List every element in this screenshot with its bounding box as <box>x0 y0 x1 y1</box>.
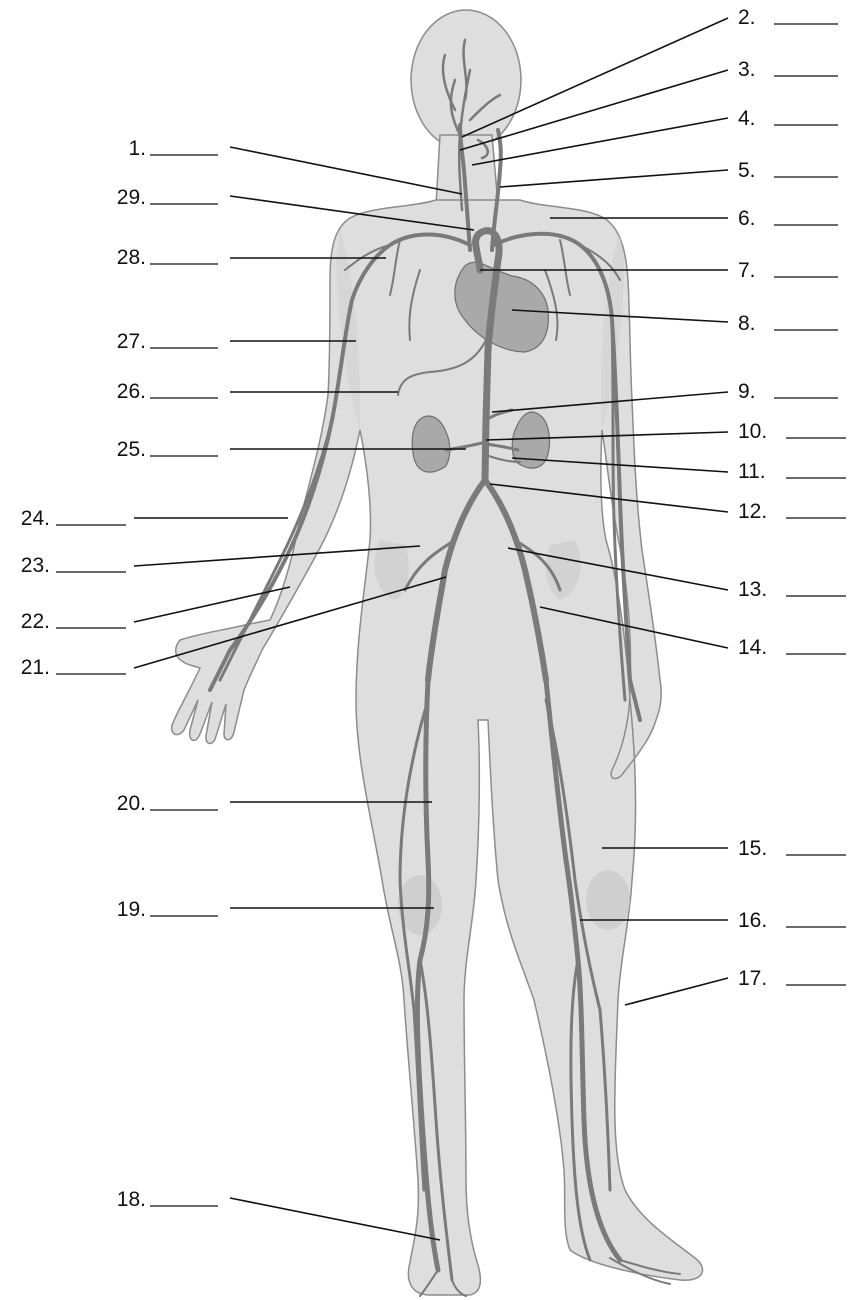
label-2: 2. <box>738 6 838 29</box>
label-4: 4. <box>738 107 838 130</box>
label-number: 13. <box>738 578 767 601</box>
label-10: 10. <box>738 420 846 443</box>
leader-4 <box>472 118 728 165</box>
label-number: 1. <box>128 137 146 160</box>
label-18: 18. <box>117 1188 218 1211</box>
leader-5 <box>500 170 728 187</box>
label-16: 16. <box>738 909 846 932</box>
label-number: 15. <box>738 837 767 860</box>
label-12: 12. <box>738 500 846 523</box>
label-25: 25. <box>117 438 218 461</box>
leader-1 <box>230 147 462 194</box>
label-28: 28. <box>117 246 218 269</box>
label-number: 28. <box>117 246 146 269</box>
label-number: 27. <box>117 330 146 353</box>
label-number: 29. <box>117 186 146 209</box>
label-number: 5. <box>738 159 756 182</box>
label-number: 18. <box>117 1188 146 1211</box>
label-number: 12. <box>738 500 767 523</box>
label-number: 19. <box>117 898 146 921</box>
label-1: 1. <box>128 137 218 160</box>
label-number: 10. <box>738 420 767 443</box>
label-7: 7. <box>738 259 838 282</box>
label-number: 24. <box>21 507 50 530</box>
label-number: 25. <box>117 438 146 461</box>
label-21: 21. <box>21 656 126 679</box>
label-number: 14. <box>738 636 767 659</box>
label-number: 7. <box>738 259 756 282</box>
label-number: 17. <box>738 967 767 990</box>
leader-18 <box>230 1198 440 1240</box>
label-19: 19. <box>117 898 218 921</box>
label-15: 15. <box>738 837 846 860</box>
label-3: 3. <box>738 58 838 81</box>
label-number: 3. <box>738 58 756 81</box>
label-number: 2. <box>738 6 756 29</box>
label-27: 27. <box>117 330 218 353</box>
label-number: 9. <box>738 380 756 403</box>
label-14: 14. <box>738 636 846 659</box>
label-number: 11. <box>738 460 766 483</box>
label-22: 22. <box>21 610 126 633</box>
label-17: 17. <box>738 967 846 990</box>
label-number: 16. <box>738 909 767 932</box>
label-5: 5. <box>738 159 838 182</box>
label-number: 22. <box>21 610 50 633</box>
label-9: 9. <box>738 380 838 403</box>
label-6: 6. <box>738 207 838 230</box>
label-29: 29. <box>117 186 218 209</box>
leader-17 <box>625 978 728 1005</box>
label-number: 21. <box>21 656 50 679</box>
label-26: 26. <box>117 380 218 403</box>
label-number: 6. <box>738 207 756 230</box>
label-number: 4. <box>738 107 756 130</box>
label-11: 11. <box>738 460 846 483</box>
label-8: 8. <box>738 312 838 335</box>
label-23: 23. <box>21 554 126 577</box>
label-number: 23. <box>21 554 50 577</box>
label-13: 13. <box>738 578 846 601</box>
label-number: 26. <box>117 380 146 403</box>
leader-22 <box>134 587 290 622</box>
label-number: 20. <box>117 792 146 815</box>
label-20: 20. <box>117 792 218 815</box>
label-number: 8. <box>738 312 756 335</box>
label-24: 24. <box>21 507 126 530</box>
body-silhouette <box>172 10 703 1295</box>
